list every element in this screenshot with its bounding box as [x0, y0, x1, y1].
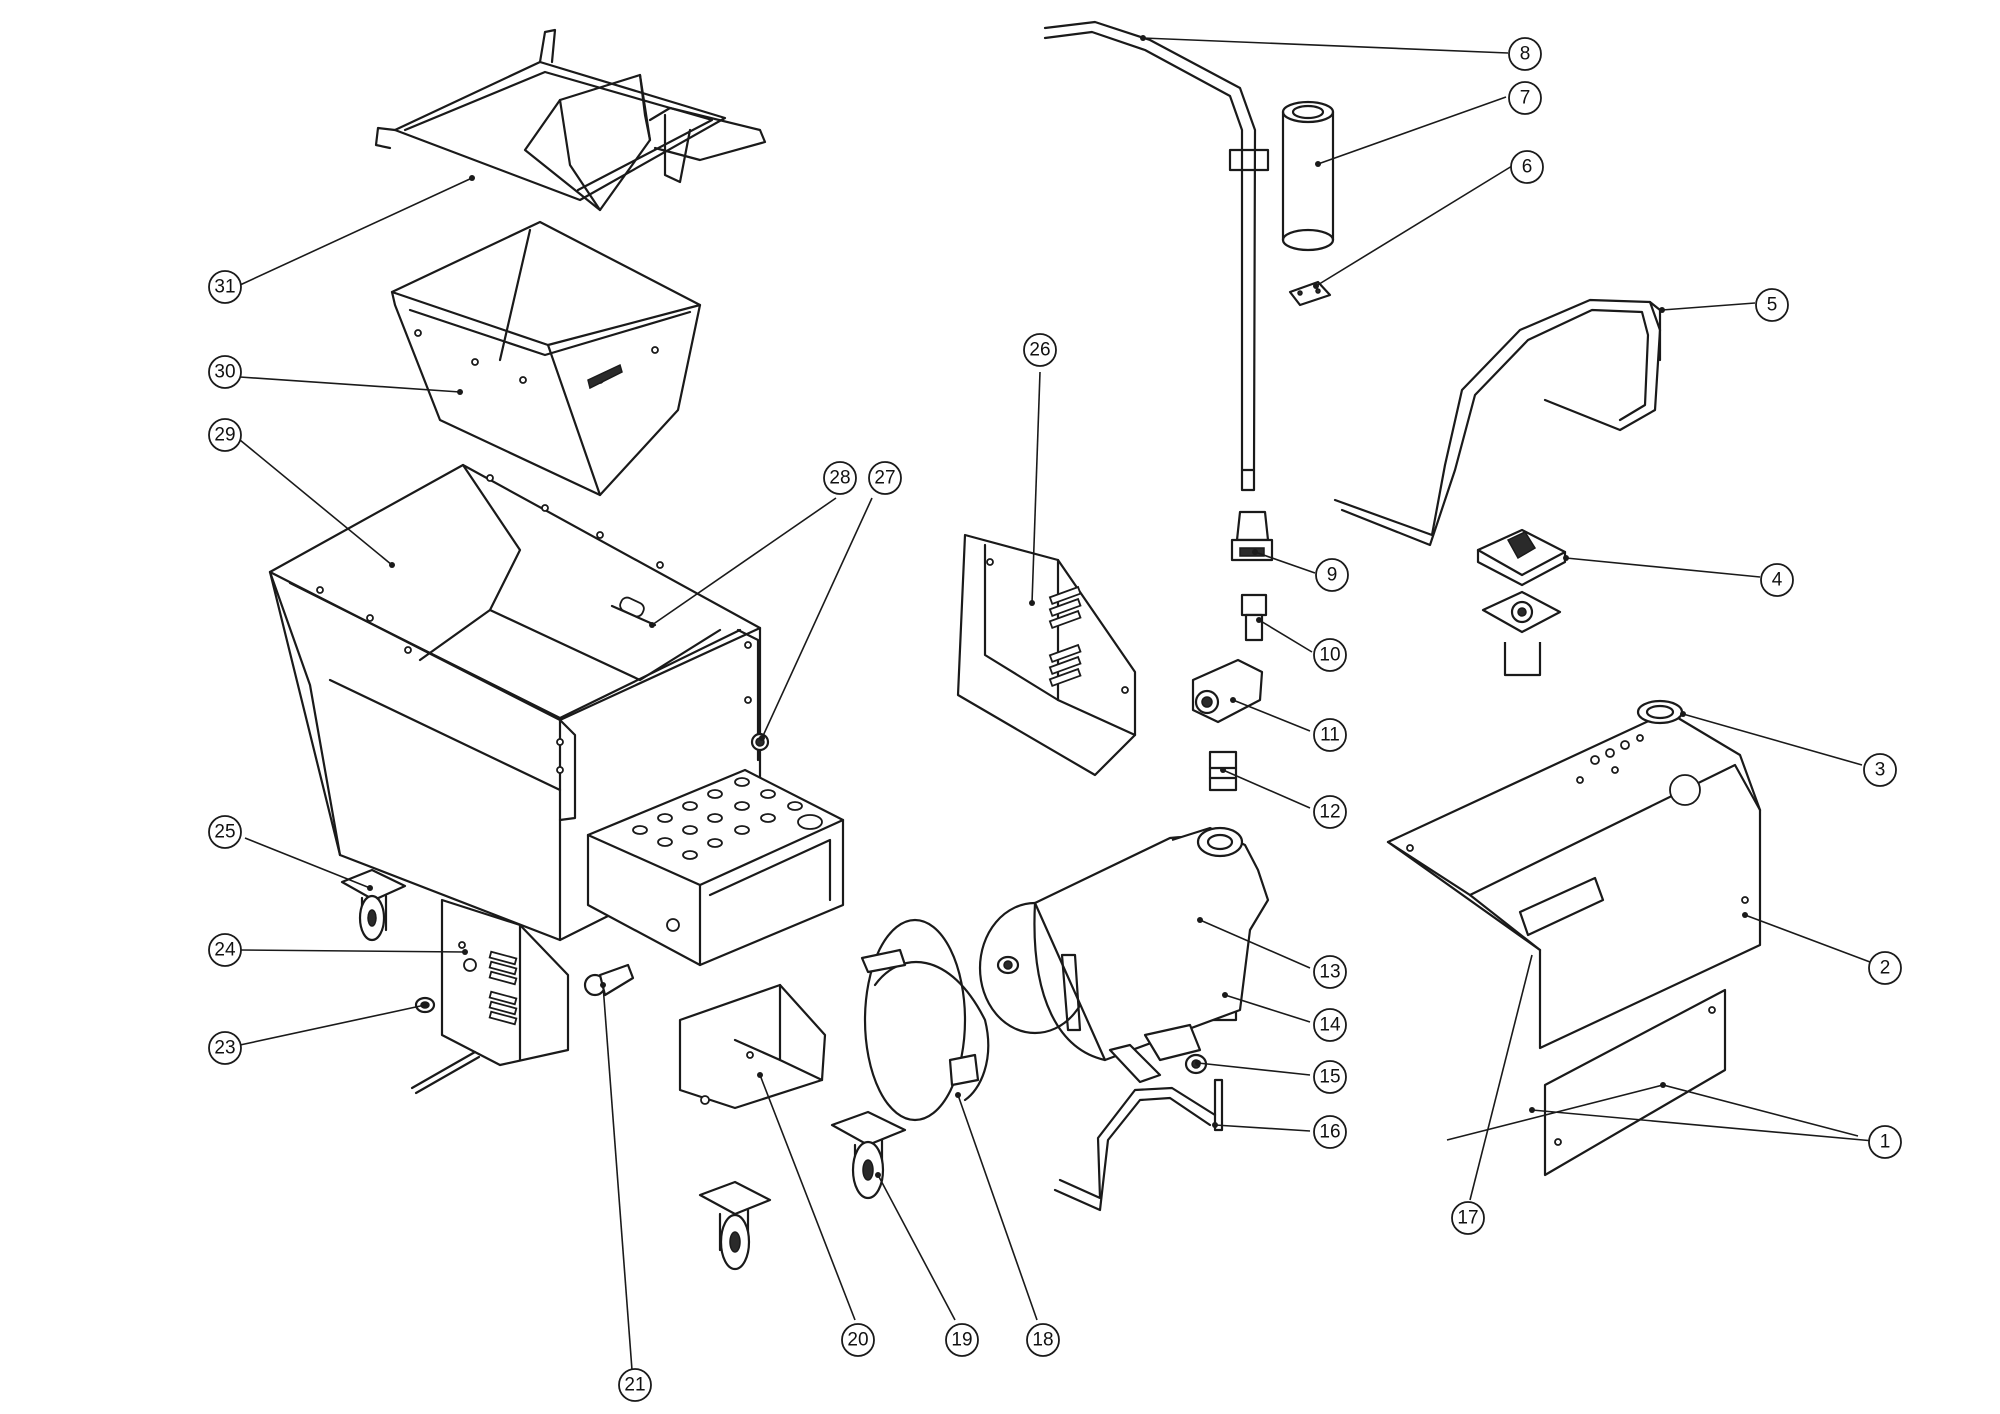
part-5-frame	[1333, 298, 1662, 547]
callout-18: 18	[1026, 1323, 1060, 1357]
part-1-panel	[1543, 988, 1727, 1177]
callout-1-label: 1	[1880, 1132, 1891, 1153]
callout-26: 26	[1023, 333, 1057, 367]
callout-19-label: 19	[951, 1330, 972, 1351]
callout-6: 6	[1510, 150, 1544, 184]
callout-16: 16	[1313, 1115, 1347, 1149]
part-9-fitting	[1230, 510, 1274, 562]
rod	[410, 1050, 481, 1095]
callout-6-label: 6	[1522, 157, 1533, 178]
callout-21-label: 21	[624, 1375, 645, 1396]
part-6-plate	[1288, 280, 1332, 307]
callout-9-label: 9	[1327, 565, 1338, 586]
callout-7-label: 7	[1520, 88, 1531, 109]
part-24-side-panel	[440, 898, 570, 1067]
part-31-grate	[374, 28, 767, 212]
callout-15-label: 15	[1319, 1067, 1340, 1088]
callout-9: 9	[1315, 558, 1349, 592]
part-28-pin	[610, 604, 657, 627]
caster	[698, 1180, 772, 1271]
callout-3-label: 3	[1875, 760, 1886, 781]
callout-10: 10	[1313, 638, 1347, 672]
callout-2-label: 2	[1880, 958, 1891, 979]
callout-30: 30	[208, 355, 242, 389]
part-3-grommet	[1636, 699, 1684, 725]
callout-10-label: 10	[1319, 645, 1340, 666]
callout-15: 15	[1313, 1060, 1347, 1094]
part-13-motor	[978, 826, 1270, 1084]
callout-31-label: 31	[214, 277, 235, 298]
part-21-connector	[583, 963, 635, 997]
callout-27: 27	[868, 461, 902, 495]
leader-17	[1469, 954, 1533, 1201]
callout-21: 21	[618, 1368, 652, 1402]
callout-11: 11	[1313, 718, 1347, 752]
part-11-elbow	[1191, 658, 1264, 724]
callout-24: 24	[208, 933, 242, 967]
callout-4: 4	[1760, 563, 1794, 597]
callout-14-label: 14	[1319, 1015, 1341, 1036]
callout-24-label: 24	[214, 940, 236, 961]
part-7-tube	[1281, 100, 1335, 252]
part-10-fitting	[1240, 593, 1268, 642]
part-4-switch	[1476, 528, 1567, 677]
callout-23: 23	[208, 1031, 242, 1065]
part-20-bracket	[678, 983, 827, 1110]
callout-27-label: 27	[874, 468, 895, 489]
part-2-cover	[1386, 710, 1762, 1050]
callout-30-label: 30	[214, 362, 235, 383]
callout-8-label: 8	[1520, 44, 1531, 65]
part-18-band	[860, 918, 990, 1122]
callout-7: 7	[1508, 81, 1542, 115]
callout-23-label: 23	[214, 1038, 235, 1059]
callout-28: 28	[823, 461, 857, 495]
callout-8: 8	[1508, 37, 1542, 71]
callout-20-label: 20	[847, 1330, 868, 1351]
part-8-handle	[1043, 20, 1270, 492]
callout-5-label: 5	[1767, 295, 1778, 316]
callout-5: 5	[1755, 288, 1789, 322]
callout-16-label: 16	[1319, 1122, 1340, 1143]
callout-29-label: 29	[214, 425, 235, 446]
callout-25-label: 25	[214, 822, 235, 843]
part-16-hose	[1053, 1078, 1224, 1212]
part-26-guard-panel	[956, 533, 1137, 777]
callout-29: 29	[208, 418, 242, 452]
callout-17: 17	[1451, 1201, 1485, 1235]
callout-20: 20	[841, 1323, 875, 1357]
callout-4-label: 4	[1772, 570, 1783, 591]
callout-2: 2	[1868, 951, 1902, 985]
part-25-caster	[340, 868, 407, 942]
callout-18-label: 18	[1032, 1330, 1053, 1351]
callout-1: 1	[1868, 1125, 1902, 1159]
part-19-caster	[830, 1110, 907, 1200]
callout-19: 19	[945, 1323, 979, 1357]
callout-13-label: 13	[1319, 962, 1340, 983]
callout-11-label: 11	[1320, 725, 1340, 746]
callout-13: 13	[1313, 955, 1347, 989]
callout-26-label: 26	[1029, 340, 1050, 361]
callout-3: 3	[1863, 753, 1897, 787]
callout-14: 14	[1313, 1008, 1347, 1042]
part-30-hopper-insert	[390, 220, 702, 497]
leader-dots	[367, 35, 1748, 1178]
callout-12: 12	[1313, 795, 1347, 829]
callout-12-label: 12	[1319, 802, 1340, 823]
callout-28-label: 28	[829, 468, 850, 489]
callout-17-label: 17	[1457, 1208, 1478, 1229]
callout-31: 31	[208, 270, 242, 304]
callout-25: 25	[208, 815, 242, 849]
control-box-perforated-panel	[586, 768, 845, 967]
